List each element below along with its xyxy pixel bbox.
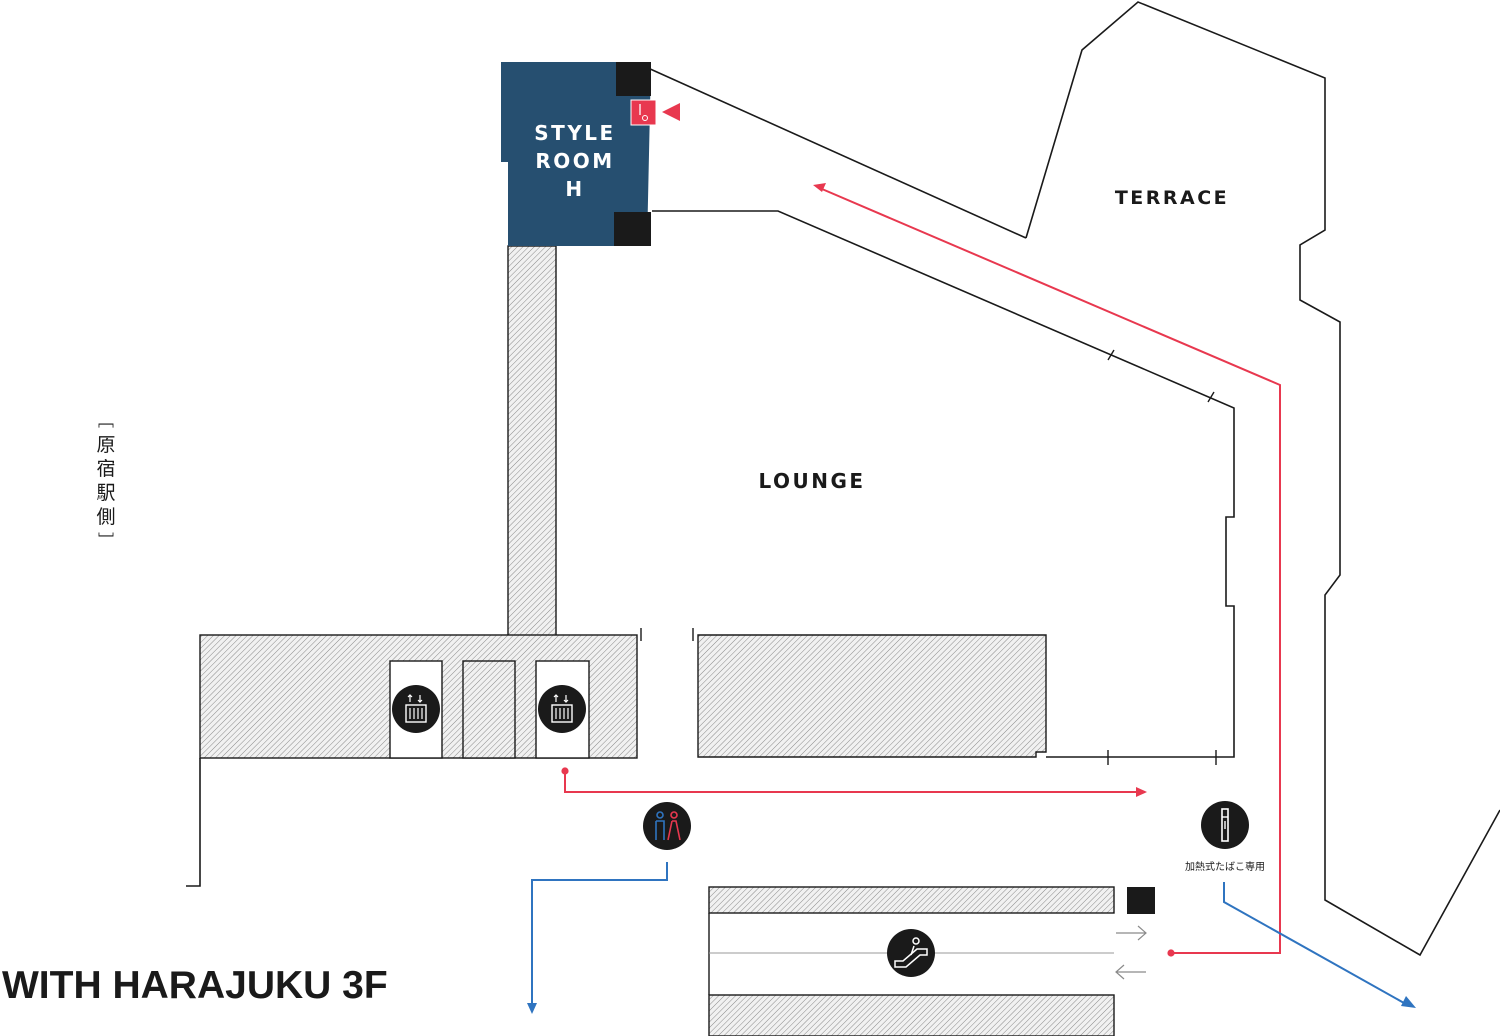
arrow-left-icon bbox=[1115, 964, 1146, 980]
svg-text:宿: 宿 bbox=[96, 458, 115, 480]
style-room-label-line2: ROOM bbox=[535, 149, 614, 173]
style-room-column-bottom bbox=[614, 212, 651, 246]
style-room-label-line1: STYLE bbox=[534, 121, 615, 145]
lounge-label: LOUNGE bbox=[758, 469, 865, 493]
wall-column-vertical bbox=[507, 245, 557, 637]
smoking-label: 加熱式たばこ専用 bbox=[1185, 860, 1265, 873]
terrace-label: TERRACE bbox=[1115, 187, 1229, 209]
entrance-marker-icon[interactable] bbox=[630, 99, 680, 126]
svg-text:原: 原 bbox=[96, 434, 115, 456]
pillar-block bbox=[1127, 887, 1155, 914]
arrow-right-icon bbox=[1116, 925, 1147, 941]
wall-ticks bbox=[640, 349, 1217, 765]
style-room-label-line3: H bbox=[565, 177, 584, 201]
elevator-shaft-2 bbox=[462, 660, 516, 759]
style-room-column-top bbox=[616, 62, 651, 96]
escalator-rail-top bbox=[708, 886, 1115, 914]
route-red-main bbox=[813, 183, 1281, 957]
style-room[interactable] bbox=[501, 62, 651, 246]
elevator-icon[interactable] bbox=[538, 685, 586, 733]
route-red-elevator bbox=[561, 767, 1147, 797]
core-block-right bbox=[697, 634, 1047, 758]
station-side-label: ﹇ 原 宿 駅 側 ﹈ bbox=[96, 411, 115, 550]
svg-text:﹈: ﹈ bbox=[98, 531, 114, 550]
escalator-icon[interactable] bbox=[887, 929, 935, 977]
route-blue-restroom bbox=[527, 862, 668, 1014]
lounge-wall bbox=[652, 210, 1235, 758]
building-outline-left bbox=[186, 758, 201, 887]
svg-text:側: 側 bbox=[96, 506, 115, 528]
elevator-icon[interactable] bbox=[392, 685, 440, 733]
route-blue-smoking bbox=[1223, 882, 1416, 1008]
terrace-outline bbox=[1025, 1, 1500, 957]
smoking-icon[interactable] bbox=[1201, 801, 1249, 849]
restroom-icon[interactable] bbox=[643, 802, 691, 850]
corridor-wall-upper bbox=[647, 67, 1027, 239]
escalator-rail-bottom bbox=[708, 994, 1115, 1036]
svg-text:駅: 駅 bbox=[96, 482, 115, 504]
svg-text:﹇: ﹇ bbox=[98, 411, 114, 430]
floor-title: WITH HARAJUKU 3F bbox=[2, 964, 388, 1007]
